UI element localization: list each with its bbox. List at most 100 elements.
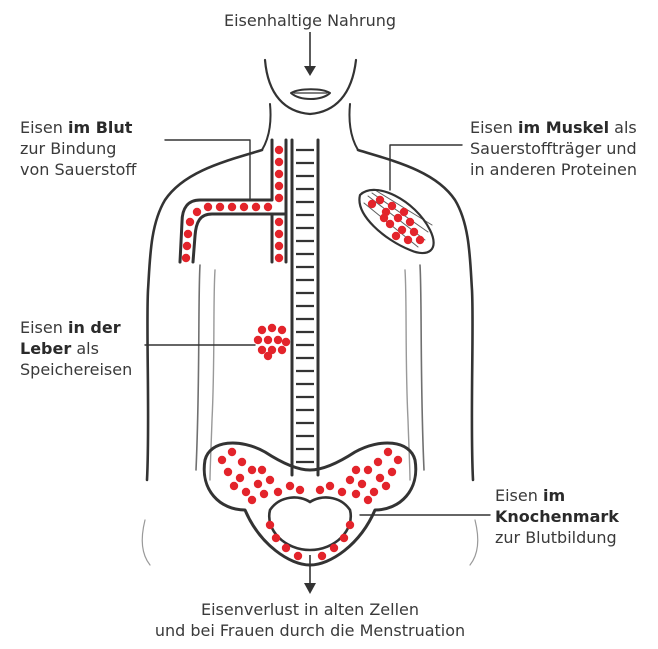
spine-rungs — [296, 150, 314, 462]
iron-dot — [184, 230, 192, 238]
iron-dot — [330, 544, 338, 552]
iron-dot — [236, 474, 244, 482]
right-inner-arm — [420, 265, 424, 470]
iron-dot — [406, 218, 414, 226]
iron-dot — [264, 203, 272, 211]
mouth — [291, 89, 330, 99]
iron-dot — [386, 220, 394, 228]
iron-dot — [275, 158, 283, 166]
leader-blood — [165, 140, 250, 200]
muscle-label: Eisen im Muskel als Sauerstoffträger und… — [470, 117, 637, 180]
iron-dot — [346, 521, 354, 529]
iron-dot — [204, 203, 212, 211]
iron-dot — [376, 474, 384, 482]
left-inner-arm — [196, 265, 200, 470]
iron-dot — [183, 242, 191, 250]
iron-dot — [410, 228, 418, 236]
iron-dot — [248, 466, 256, 474]
iron-dot — [275, 254, 283, 262]
iron-dot — [258, 466, 266, 474]
iron-dot — [186, 218, 194, 226]
pelvis-inner — [269, 497, 351, 550]
iron-dot — [364, 466, 372, 474]
iron-dot — [346, 476, 354, 484]
iron-dot — [275, 230, 283, 238]
iron-dot — [266, 521, 274, 529]
iron-dot — [384, 448, 392, 456]
iron-dot — [388, 468, 396, 476]
iron-dot — [376, 196, 384, 204]
iron-dot — [274, 336, 282, 344]
iron-dot — [282, 338, 290, 346]
intake-label: Eisenhaltige Nahrung — [0, 10, 620, 31]
iron-dot — [358, 480, 366, 488]
iron-dot — [388, 202, 396, 210]
iron-dot — [394, 456, 402, 464]
iron-dot — [394, 214, 402, 222]
iron-dot — [252, 203, 260, 211]
iron-dot — [374, 458, 382, 466]
arrow-down-icon — [304, 555, 316, 594]
iron-dot — [296, 486, 304, 494]
iron-dot — [326, 482, 334, 490]
iron-dot — [340, 534, 348, 542]
iron-dot — [254, 336, 262, 344]
iron-dot — [400, 208, 408, 216]
iron-dot — [228, 203, 236, 211]
iron-dot — [258, 326, 266, 334]
iron-dot — [275, 194, 283, 202]
iron-dot — [266, 476, 274, 484]
iron-dot — [275, 218, 283, 226]
iron-dot — [380, 214, 388, 222]
iron-dot — [370, 488, 378, 496]
iron-dot — [416, 236, 424, 244]
iron-dot — [316, 486, 324, 494]
iron-dot — [228, 448, 236, 456]
leader-muscle — [390, 145, 462, 190]
iron-dot — [264, 336, 272, 344]
iron-dot — [275, 182, 283, 190]
iron-dot — [272, 534, 280, 542]
iron-dot — [286, 482, 294, 490]
iron-dot — [352, 490, 360, 498]
iron-dot — [318, 552, 326, 560]
iron-dot — [275, 146, 283, 154]
iron-dot — [274, 488, 282, 496]
iron-dot — [230, 482, 238, 490]
iron-dot — [352, 466, 360, 474]
iron-dot — [398, 226, 406, 234]
iron-dot — [242, 488, 250, 496]
iron-dot — [268, 324, 276, 332]
iron-dot — [382, 482, 390, 490]
iron-dot — [278, 346, 286, 354]
right-shoulder-arm — [358, 150, 473, 480]
iron-dot — [224, 468, 232, 476]
iron-dot — [218, 456, 226, 464]
iron-dot — [368, 200, 376, 208]
iron-dot — [278, 326, 286, 334]
marrow-label: Eisen im Knochenmark zur Blutbildung — [495, 485, 619, 548]
iron-dot — [364, 496, 372, 504]
neck-right — [349, 104, 358, 150]
iron-dot — [182, 254, 190, 262]
iron-dot — [193, 208, 201, 216]
iron-dot — [216, 203, 224, 211]
iron-dot — [404, 236, 412, 244]
iron-dot — [240, 203, 248, 211]
iron-dot — [254, 480, 262, 488]
liver-label: Eisen in der Leber als Speichereisen — [20, 317, 132, 380]
iron-dot — [260, 490, 268, 498]
blood-label: Eisen im Blut zur Bindung von Sauerstoff — [20, 117, 136, 180]
iron-dot — [392, 232, 400, 240]
iron-dot — [258, 346, 266, 354]
iron-dot — [282, 544, 290, 552]
loss-label: Eisenverlust in alten Zellen und bei Fra… — [0, 599, 620, 641]
iron-dot — [294, 552, 302, 560]
neck-left — [262, 104, 271, 150]
iron-dot — [275, 242, 283, 250]
arrow-down-icon — [304, 32, 316, 76]
iron-dot — [275, 170, 283, 178]
iron-dot — [238, 458, 246, 466]
iron-dot — [248, 496, 256, 504]
iron-dot — [264, 352, 272, 360]
